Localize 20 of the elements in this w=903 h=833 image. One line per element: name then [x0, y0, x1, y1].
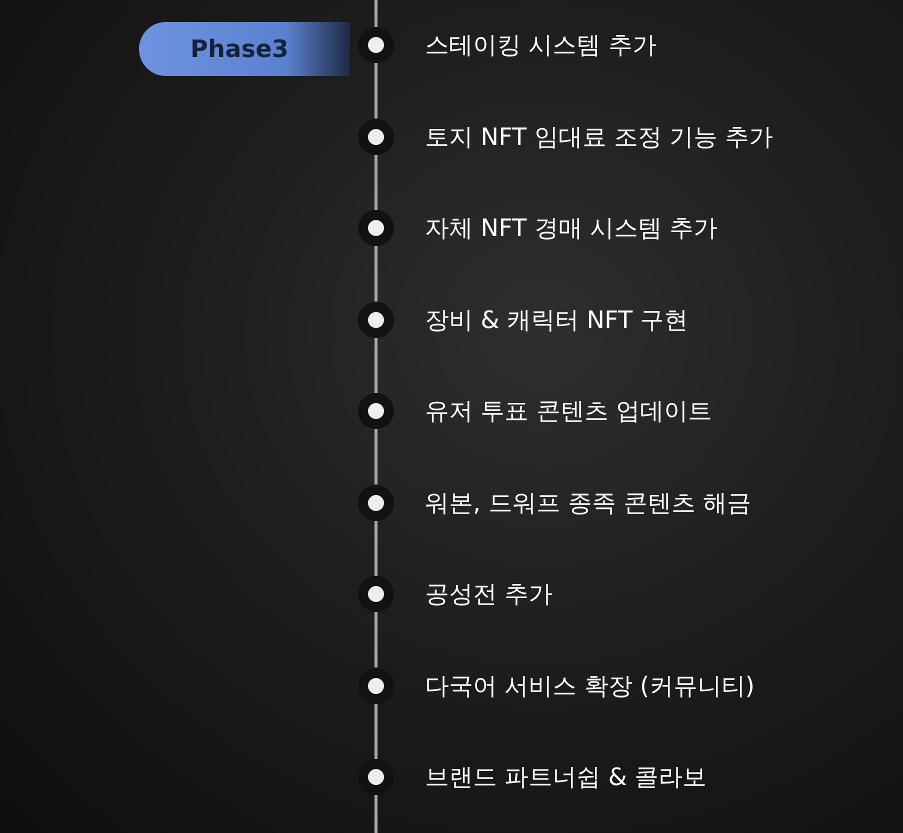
phase-badge: Phase3 — [139, 22, 350, 76]
timeline-line — [374, 338, 378, 393]
milestone-text: 워본, 드워프 종족 콘텐츠 해금 — [425, 488, 752, 518]
milestone-text: 장비 & 캐릭터 NFT 구현 — [425, 304, 688, 336]
timeline-line — [374, 520, 378, 576]
milestone-text: 브랜드 파트너쉽 & 콜라보 — [425, 762, 707, 793]
milestone-text: 다국어 서비스 확장 (커뮤니티) — [425, 670, 755, 702]
timeline-line — [374, 63, 378, 118]
milestone-text: 공성전 추가 — [425, 579, 553, 610]
timeline-line — [374, 612, 378, 668]
milestone-text: 토지 NFT 임대료 조정 기능 추가 — [425, 122, 774, 152]
timeline-line — [374, 795, 378, 833]
timeline-line — [374, 0, 378, 27]
timeline-line — [374, 704, 378, 759]
timeline-line — [374, 154, 378, 210]
timeline-line — [374, 246, 378, 302]
milestone-text: 자체 NFT 경매 시스템 추가 — [425, 213, 718, 244]
milestone-text: 스테이킹 시스템 추가 — [425, 30, 656, 61]
milestone-text: 유저 투표 콘텐츠 업데이트 — [425, 396, 712, 427]
timeline-line — [374, 429, 378, 484]
